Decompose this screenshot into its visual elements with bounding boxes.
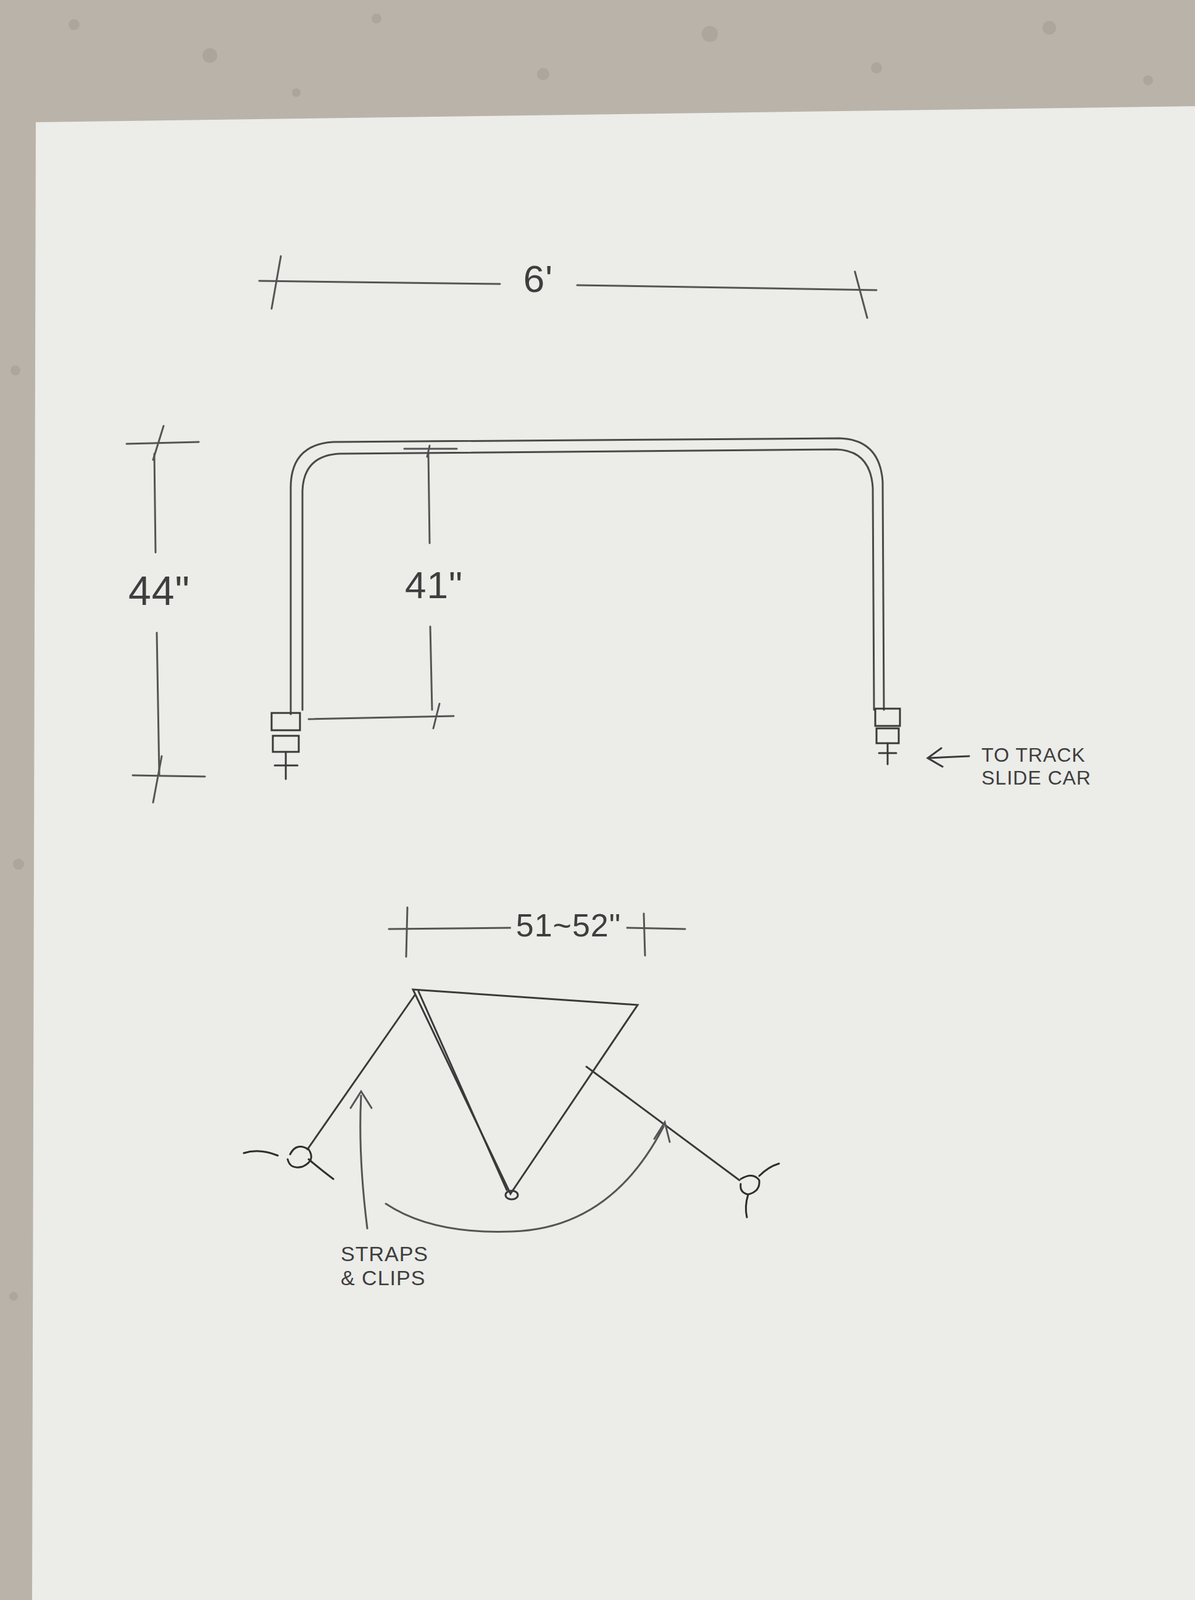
- leader-arrow: [927, 748, 970, 767]
- anchor-point: [505, 1190, 518, 1200]
- clamp: [875, 708, 900, 726]
- clamp: [876, 728, 899, 744]
- dimension-line: [430, 626, 433, 710]
- frame-tube: [302, 449, 875, 710]
- clamp-bolt: [274, 751, 298, 779]
- leader-arrow: [350, 1091, 372, 1229]
- leader-arrow: [385, 1122, 670, 1232]
- dimension-line: [428, 453, 430, 544]
- dimension-tick: [308, 703, 454, 729]
- dimension-line: [624, 927, 686, 929]
- dimension-label: 41": [399, 561, 468, 608]
- dimension-label: 6': [518, 255, 558, 302]
- clamp: [272, 735, 299, 752]
- paper-sheet: [32, 106, 1195, 1600]
- dimension-label: 44": [123, 566, 196, 617]
- dimension-label: 51~52": [511, 906, 627, 946]
- dimension-tick: [132, 756, 205, 803]
- clamp: [271, 712, 300, 731]
- strap-triangle: [418, 991, 507, 1191]
- note-label: STRAPS & CLIPS: [340, 1241, 440, 1291]
- dimension-tick: [404, 445, 457, 457]
- dimension-line: [577, 285, 877, 291]
- frame-tube: [290, 438, 884, 715]
- strap-clip: [740, 1163, 779, 1218]
- clamp-bolt: [878, 743, 897, 765]
- dimension-line: [259, 280, 500, 284]
- dimension-tick: [126, 425, 199, 460]
- note-label: TO TRACK SLIDE CAR: [981, 743, 1130, 790]
- dimension-line: [154, 453, 156, 553]
- dimension-tick: [271, 256, 868, 318]
- strap-triangle: [412, 989, 638, 1194]
- dimension-line: [156, 632, 160, 775]
- strap-clip: [243, 1146, 334, 1180]
- pencil-lines: [126, 256, 970, 1232]
